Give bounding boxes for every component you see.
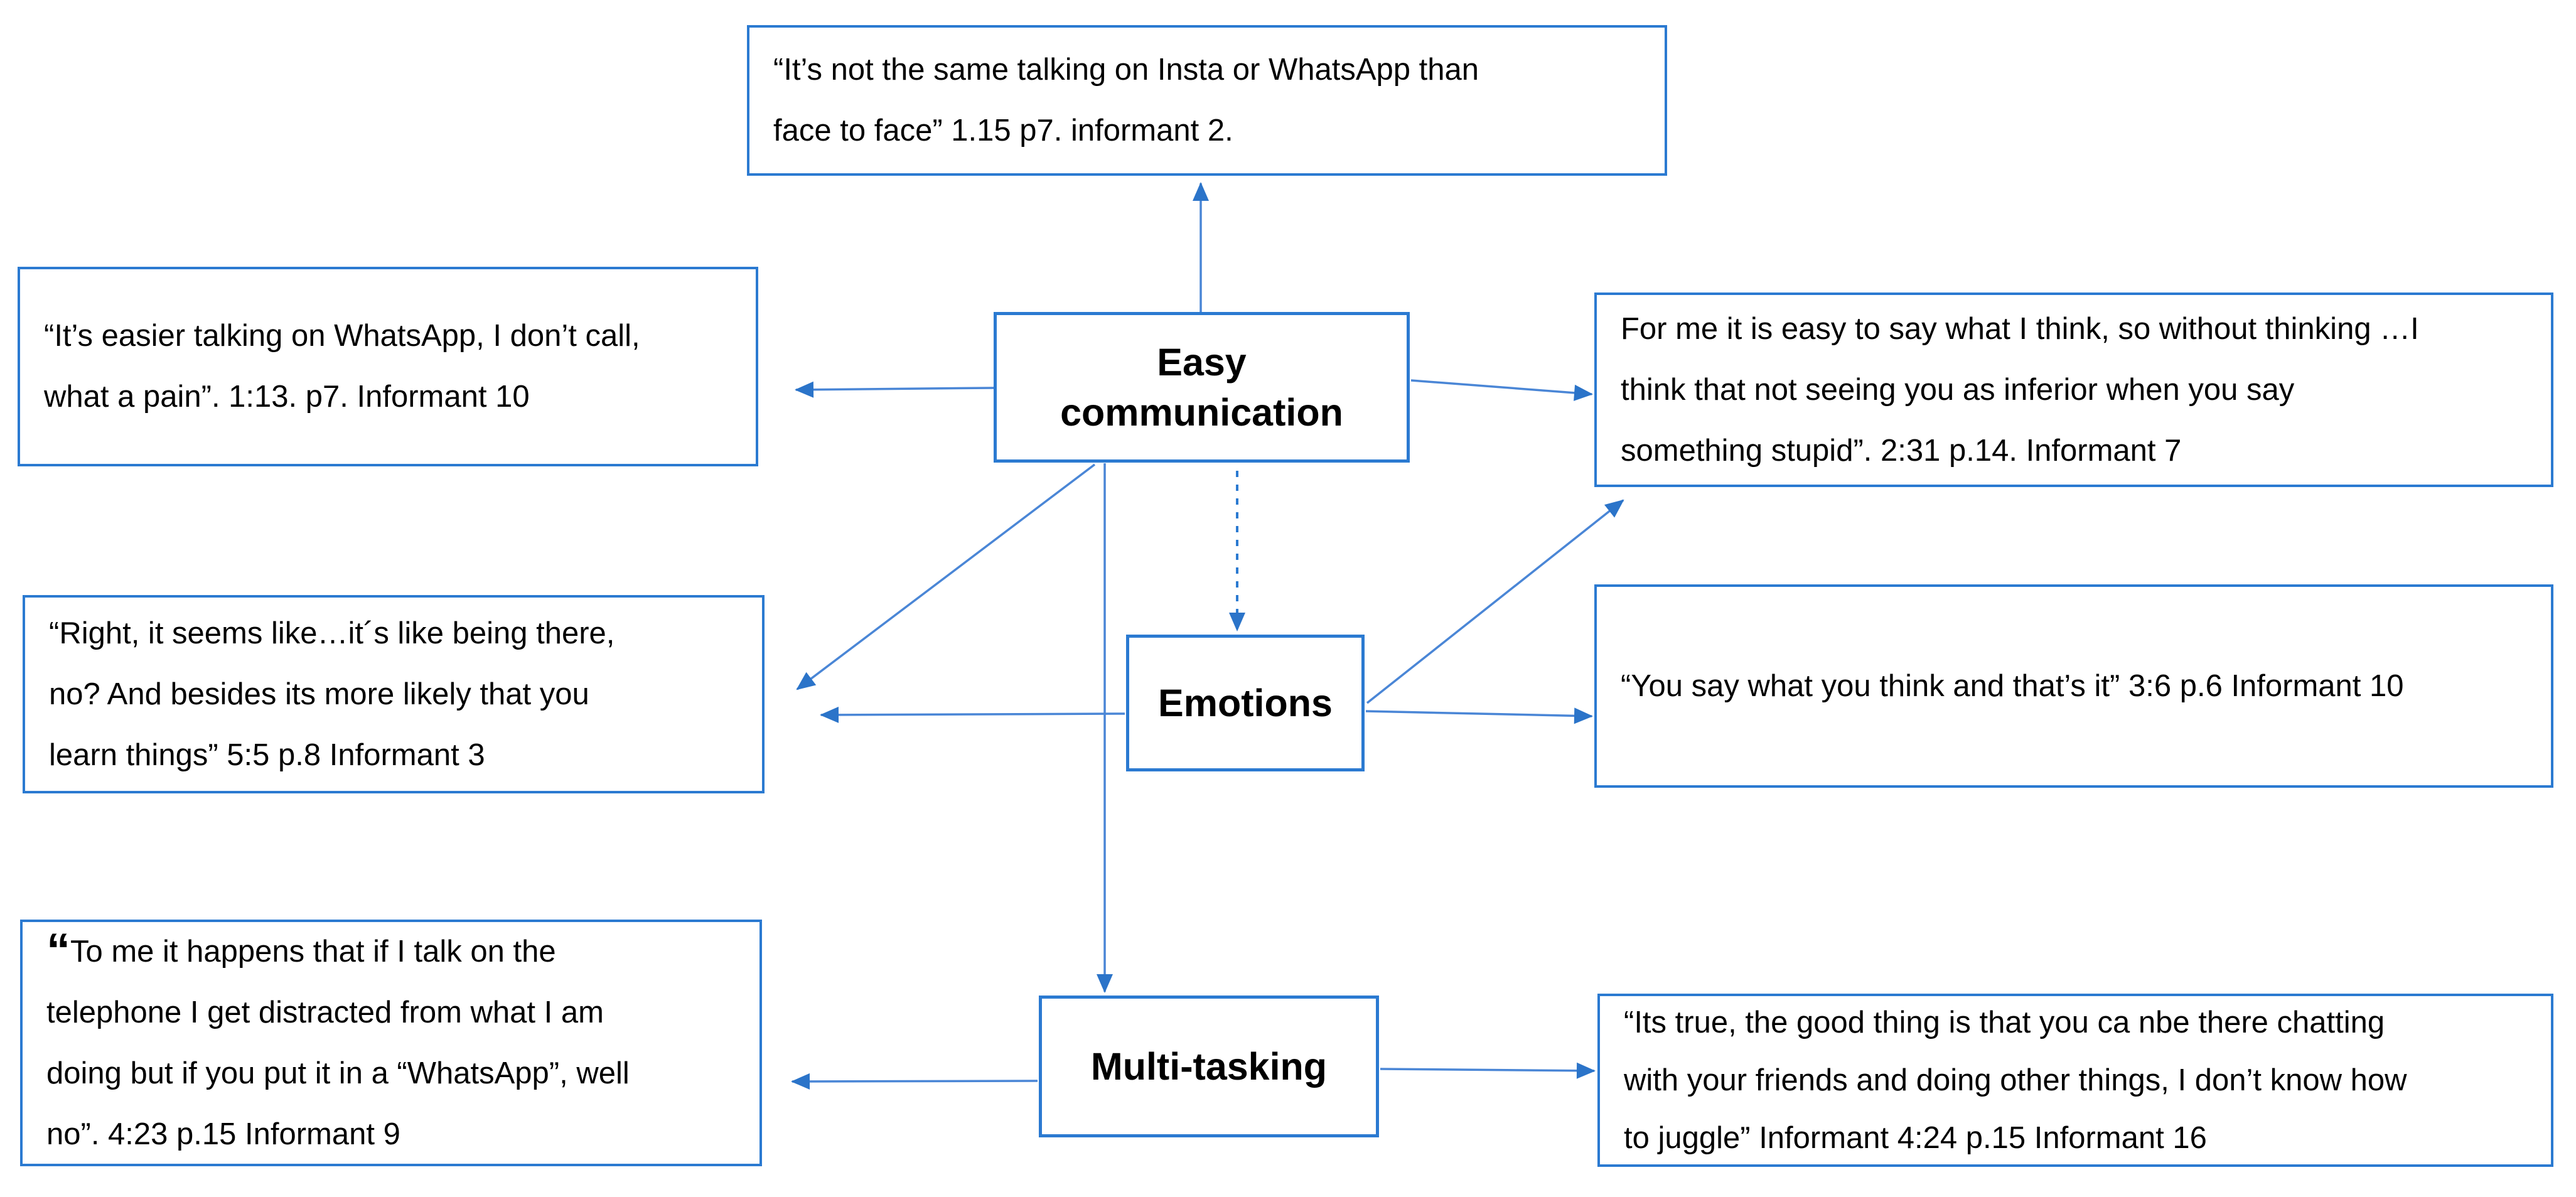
quote-text-top: “It’s not the same talking on Insta or W… bbox=[773, 53, 1479, 148]
quote-leading-mark-left-bottom: “ bbox=[46, 923, 70, 977]
quote-box-left-bottom: “To me it happens that if I talk on the … bbox=[20, 920, 762, 1166]
connector-easy-communication-to-right-top-quote bbox=[1410, 379, 1593, 401]
theme-label-multi-tasking: Multi-tasking bbox=[1090, 1045, 1328, 1088]
theme-box-emotions: Emotions bbox=[1126, 635, 1365, 771]
theme-label-emotions: Emotions bbox=[1158, 682, 1333, 724]
quote-text-right-top: For me it is easy to say what I think, s… bbox=[1621, 311, 2419, 468]
quote-text-left-bottom: “To me it happens that if I talk on the … bbox=[46, 921, 630, 1165]
quote-text-left-top: “It’s easier talking on WhatsApp, I don’… bbox=[44, 319, 640, 414]
quote-box-left-middle: “Right, it seems like…it´s like being th… bbox=[23, 595, 765, 793]
connector-emotions-to-right-middle-quote bbox=[1365, 707, 1593, 724]
connector-emotions-to-right-top-quote bbox=[1366, 499, 1624, 704]
theme-box-easy-communication: Easy communication bbox=[994, 312, 1410, 463]
quote-box-right-top: For me it is easy to say what I think, s… bbox=[1594, 293, 2553, 487]
quote-text-left-middle: “Right, it seems like…it´s like being th… bbox=[49, 616, 615, 772]
quote-box-top: “It’s not the same talking on Insta or W… bbox=[747, 25, 1667, 176]
quote-box-right-bottom: “Its true, the good thing is that you ca… bbox=[1597, 994, 2553, 1167]
quote-text-right-middle: “You say what you think and that’s it” 3… bbox=[1621, 668, 2404, 703]
connector-emotions-to-left-middle-quote bbox=[820, 706, 1125, 723]
connector-multi-tasking-to-left-bottom-quote bbox=[791, 1073, 1038, 1090]
theme-label-easy-communication: Easy communication bbox=[1060, 341, 1343, 434]
quote-box-right-middle: “You say what you think and that’s it” 3… bbox=[1594, 584, 2553, 788]
theme-box-multi-tasking: Multi-tasking bbox=[1039, 996, 1379, 1137]
quote-body-left-bottom: To me it happens that if I talk on the t… bbox=[46, 934, 630, 1151]
connector-multi-tasking-to-right-bottom-quote bbox=[1380, 1062, 1596, 1079]
connector-easy-communication-to-left-top-quote bbox=[795, 381, 994, 398]
connector-easy-communication-to-left-middle-quote bbox=[796, 463, 1096, 690]
quote-box-left-top: “It’s easier talking on WhatsApp, I don’… bbox=[18, 267, 758, 466]
quote-text-right-bottom: “Its true, the good thing is that you ca… bbox=[1624, 1006, 2407, 1155]
